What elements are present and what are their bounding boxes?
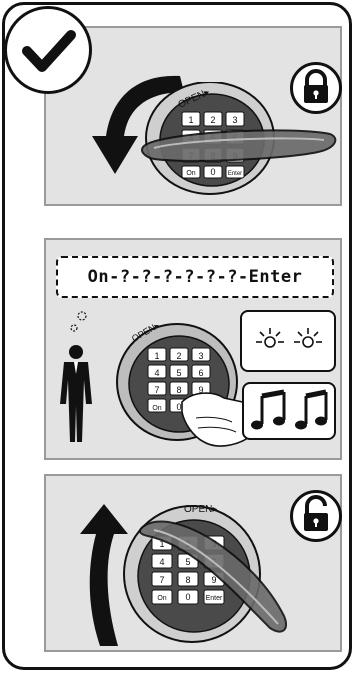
key-2: 2	[210, 115, 215, 125]
key-7c: 7	[159, 575, 164, 585]
key-enterc: Enter	[206, 595, 223, 602]
check-badge	[4, 6, 92, 94]
key-0c: 0	[185, 592, 190, 602]
led-feedback-bubble	[240, 310, 336, 372]
key-7b: 7	[154, 385, 159, 395]
key-1b: 1	[154, 351, 159, 361]
code-sequence: On-?-?-?-?-?-?-Enter	[88, 267, 303, 287]
led-blink-icon	[242, 312, 334, 370]
beep-music-notes-icon	[244, 384, 334, 438]
ring-label-3: OPEN▸	[184, 504, 217, 515]
key-5b: 5	[176, 368, 181, 378]
keypad-dial-open: OPEN▸ 1 2 3 4 5 6 7 8 9 On 0 Enter	[114, 496, 302, 648]
key-4b: 4	[154, 368, 159, 378]
key-3: 3	[232, 115, 237, 125]
key-8b: 8	[176, 385, 181, 395]
code-sequence-box: On-?-?-?-?-?-?-Enter	[56, 256, 334, 298]
key-5c: 5	[185, 557, 190, 567]
keypad-dial: OPEN▸ 1 2 3 4 5 6 7 8 9 On 0 Enter	[140, 82, 340, 200]
key-3b: 3	[198, 351, 203, 361]
key-onc: On	[157, 595, 166, 602]
beep-feedback-bubble	[242, 382, 336, 440]
key-4c: 4	[159, 557, 164, 567]
key-on: On	[186, 170, 195, 177]
key-onb: On	[152, 405, 161, 412]
check-icon	[7, 9, 89, 91]
key-enter: Enter	[228, 171, 242, 177]
key-2b: 2	[176, 351, 181, 361]
key-0: 0	[210, 167, 215, 177]
key-6b: 6	[198, 368, 203, 378]
key-1: 1	[188, 115, 193, 125]
key-8c: 8	[185, 575, 190, 585]
key-9c: 9	[211, 575, 216, 585]
key-0b: 0	[176, 402, 181, 412]
person-thinking-icon	[52, 308, 100, 444]
